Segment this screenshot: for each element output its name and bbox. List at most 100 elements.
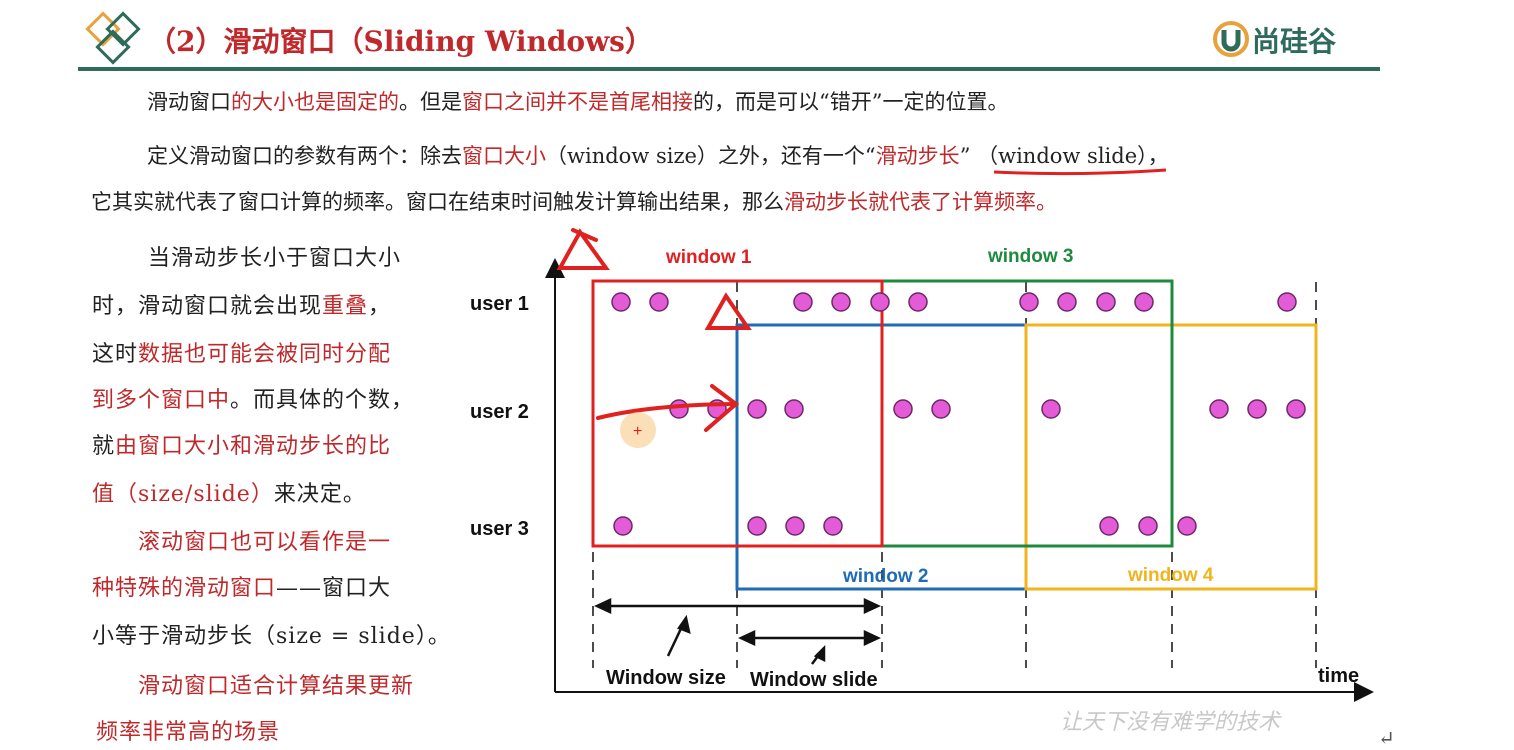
highlight-text: 值（size/slide） [92, 482, 274, 507]
highlight-text: 滑动步长就代表了计算频率。 [784, 190, 1057, 214]
body-text: 定义滑动窗口的参数有两个：除去 [147, 144, 462, 168]
highlight-text: 频率非常高的场景 [96, 720, 281, 745]
paragraph-1: 滑动窗口的大小也是固定的。但是窗口之间并不是首尾相接的，而是可以“错开”一定的位… [147, 86, 1008, 116]
time-axis-label: time [1318, 665, 1359, 687]
sidebar-line: 当滑动步长小于窗口大小 [148, 240, 401, 272]
event-dot [1209, 399, 1229, 419]
event-dot [1019, 292, 1039, 312]
highlight-text: 由窗口大小和滑动步长的比 [115, 434, 392, 459]
event-dot [784, 399, 804, 419]
user-3-label: user 3 [470, 518, 529, 540]
event-dot [893, 399, 913, 419]
event-dot [823, 516, 843, 536]
highlight-text: 滚动窗口也可以看作是一 [138, 530, 392, 555]
window-4-label: window 4 [1127, 565, 1214, 586]
body-text: 。而具体的个数， [230, 388, 415, 413]
window-1-label: window 1 [665, 247, 752, 268]
arrowhead [813, 644, 826, 663]
body-text: ——窗口大 [276, 576, 392, 601]
sidebar-line: 种特殊的滑动窗口——窗口大 [92, 570, 391, 602]
highlight-text: 种特殊的滑动窗口 [92, 576, 277, 601]
arrowhead [738, 630, 756, 646]
body-text: 滑动窗口 [147, 90, 231, 114]
body-text: （window size）之外，还有一个“ [546, 144, 876, 168]
brand-name: 尚硅谷 [1252, 25, 1337, 58]
event-dot [1099, 516, 1119, 536]
window-3-label: window 3 [987, 246, 1074, 267]
time-boundaries [592, 282, 1317, 668]
body-text: ， [368, 294, 392, 319]
event-dot [613, 516, 633, 536]
brand-logo-icon [1213, 21, 1249, 57]
event-dot [611, 292, 631, 312]
hand-annotations [556, 228, 752, 432]
triangle-mark-icon [704, 292, 752, 330]
event-dot [1096, 292, 1116, 312]
highlight-text: 到多个窗口中 [92, 388, 231, 413]
event-dot [1247, 399, 1267, 419]
event-dot [649, 292, 669, 312]
event-dot [669, 399, 689, 419]
highlight-text: 数据也可能会被同时分配 [138, 342, 392, 367]
page-title: （2）滑动窗口（Sliding Windows） [148, 25, 653, 58]
body-text: 小等于滑动步长（size = slide）。 [92, 624, 451, 649]
arrowhead [863, 598, 881, 614]
sidebar-line: 频率非常高的场景 [96, 714, 280, 746]
event-dot [1138, 516, 1158, 536]
event-dot [931, 399, 951, 419]
event-dot [793, 292, 813, 312]
highlight-text: 的大小也是固定的 [231, 90, 399, 114]
window-slide-label: Window slide [750, 669, 878, 691]
body-text: 当滑动步长小于窗口大小 [148, 246, 402, 271]
arrowhead [677, 614, 691, 635]
window-1-frame [591, 279, 884, 548]
triangle-mark-icon [556, 228, 610, 270]
body-text: ” （window slide）， [959, 144, 1169, 168]
paragraph-2-line-1: 定义滑动窗口的参数有两个：除去窗口大小（window size）之外，还有一个“… [147, 140, 1169, 170]
event-dot [1041, 399, 1061, 419]
logo-diamonds-icon [85, 11, 141, 65]
dimension-arrows [594, 598, 881, 665]
body-text: 来决定。 [273, 482, 366, 507]
event-dot [831, 292, 851, 312]
watermark: 让天下没有难学的技术 [1060, 710, 1281, 735]
arrowhead [863, 630, 881, 646]
body-text: 它其实就代表了窗口计算的频率。窗口在结束时间触发计算输出结果，那么 [91, 190, 784, 214]
sidebar-line: 小等于滑动步长（size = slide）。 [92, 618, 451, 650]
sidebar-line: 滑动窗口适合计算结果更新 [138, 668, 414, 700]
body-text: 的，而是可以“错开”一定的位置。 [693, 90, 1009, 114]
highlight-text: 窗口大小 [462, 144, 546, 168]
paragraph-2-line-2: 它其实就代表了窗口计算的频率。窗口在结束时间触发计算输出结果，那么滑动步长就代表… [91, 186, 1057, 216]
drawn-arrowhead-icon [704, 384, 740, 432]
event-dot [1286, 399, 1306, 419]
user-2-label: user 2 [470, 401, 529, 423]
event-dot [747, 399, 767, 419]
arrowhead [594, 598, 612, 614]
return-mark-icon: ↵ [1378, 726, 1395, 750]
event-dot [908, 292, 928, 312]
body-text: 就 [92, 434, 116, 459]
sidebar-line: 滚动窗口也可以看作是一 [138, 524, 391, 556]
sidebar-line: 值（size/slide）来决定。 [92, 476, 366, 508]
sidebar-line: 这时数据也可能会被同时分配 [92, 336, 391, 368]
event-dot [1277, 292, 1297, 312]
sidebar-line: 就由窗口大小和滑动步长的比 [92, 428, 391, 460]
underline-annotation [993, 168, 1167, 176]
window-2-label: window 2 [842, 566, 929, 587]
highlight-text: 滑动步长 [875, 144, 960, 168]
highlight-text: 重叠 [322, 294, 369, 319]
header-bar: （2）滑动窗口（Sliding Windows） 尚硅谷 [0, 0, 1514, 72]
drawn-arrow-icon [596, 402, 735, 420]
sidebar-line: 时，滑动窗口就会出现重叠， [92, 288, 391, 320]
header-divider [78, 67, 1380, 71]
highlight-text: 滑动窗口适合计算结果更新 [138, 674, 415, 699]
body-text: 。但是 [399, 90, 462, 114]
triangle-tick-icon [571, 228, 598, 242]
event-dot [1134, 292, 1154, 312]
event-dot [1057, 292, 1077, 312]
event-dot [785, 516, 805, 536]
event-dot [747, 516, 767, 536]
highlight-text: 窗口之间 [462, 90, 546, 114]
highlight-text: 并不是首尾相接 [546, 90, 693, 114]
